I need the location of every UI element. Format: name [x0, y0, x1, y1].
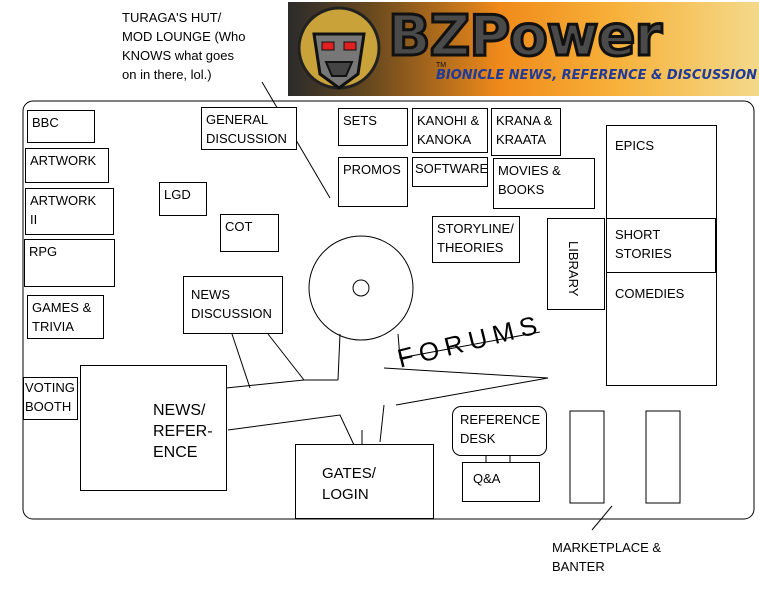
map-outline	[22, 100, 755, 520]
room-library[interactable]: LIBRARY	[547, 218, 605, 310]
room-lgd[interactable]: LGD	[159, 182, 207, 216]
path-news-discussion-2	[267, 333, 305, 381]
room-rpg[interactable]: RPG	[24, 239, 115, 287]
room-games-trivia[interactable]: GAMES & TRIVIA	[27, 295, 104, 339]
room-cot[interactable]: COT	[220, 214, 279, 252]
room-bbc[interactable]: BBC	[27, 110, 95, 143]
room-promos[interactable]: PROMOS	[338, 157, 408, 207]
room-qa[interactable]: Q&A	[462, 462, 540, 502]
room-news-reference[interactable]: NEWS/ REFER- ENCE	[80, 365, 227, 491]
path-road-forums	[383, 367, 549, 406]
gates-login[interactable]: GATES/ LOGIN	[295, 444, 434, 519]
market-stall-1	[569, 410, 605, 504]
path-road-center	[227, 414, 355, 446]
marketplace-label: MARKETPLACE & BANTER	[552, 540, 662, 574]
market-stall-2	[645, 410, 681, 504]
library-label: LIBRARY	[566, 241, 581, 297]
comedies-label: COMEDIES	[615, 286, 685, 301]
mask-logo-icon	[297, 6, 381, 90]
room-artwork-ii[interactable]: ARTWORK II	[25, 188, 114, 235]
bzpower-logo-text: BZPower	[386, 4, 663, 69]
path-news-discussion	[231, 333, 251, 389]
room-sets[interactable]: SETS	[338, 108, 408, 146]
path-road-hut-2	[397, 331, 541, 359]
path-road-left	[225, 379, 338, 389]
central-hut-core	[352, 279, 370, 297]
path-road-center-2	[379, 404, 385, 443]
room-news-discussion[interactable]: NEWS DISCUSSION	[183, 276, 283, 334]
room-krana-kraata[interactable]: KRANA & KRAATA	[491, 108, 561, 156]
room-voting-booth[interactable]: VOTING BOOTH	[23, 377, 78, 420]
bzpower-banner: BZPower TM BIONICLE NEWS, REFERENCE & DI…	[288, 2, 759, 96]
room-kanohi-kanoka[interactable]: KANOHI & KANOKA	[412, 108, 488, 153]
room-reference-desk[interactable]: REFERENCE DESK	[452, 406, 547, 456]
room-storyline-theories[interactable]: STORYLINE/ THEORIES	[432, 216, 520, 263]
trademark-mark: TM	[436, 62, 447, 69]
turaga-hut-label: TURAGA'S HUT/ MOD LOUNGE (Who KNOWS what…	[122, 10, 246, 82]
room-artwork[interactable]: ARTWORK	[25, 148, 109, 183]
room-movies-books[interactable]: MOVIES & BOOKS	[493, 158, 595, 209]
marketplace-pointer	[591, 505, 613, 531]
room-software[interactable]: SOFTWARE	[412, 157, 488, 187]
path-road-hut	[337, 333, 341, 381]
room-short-stories[interactable]: SHORT STORIES	[606, 218, 716, 273]
banner-tagline: BIONICLE NEWS, REFERENCE & DISCUSSION	[436, 68, 758, 83]
epics-label: EPICS	[615, 138, 655, 153]
room-general-discussion[interactable]: GENERAL DISCUSSION	[201, 107, 297, 150]
